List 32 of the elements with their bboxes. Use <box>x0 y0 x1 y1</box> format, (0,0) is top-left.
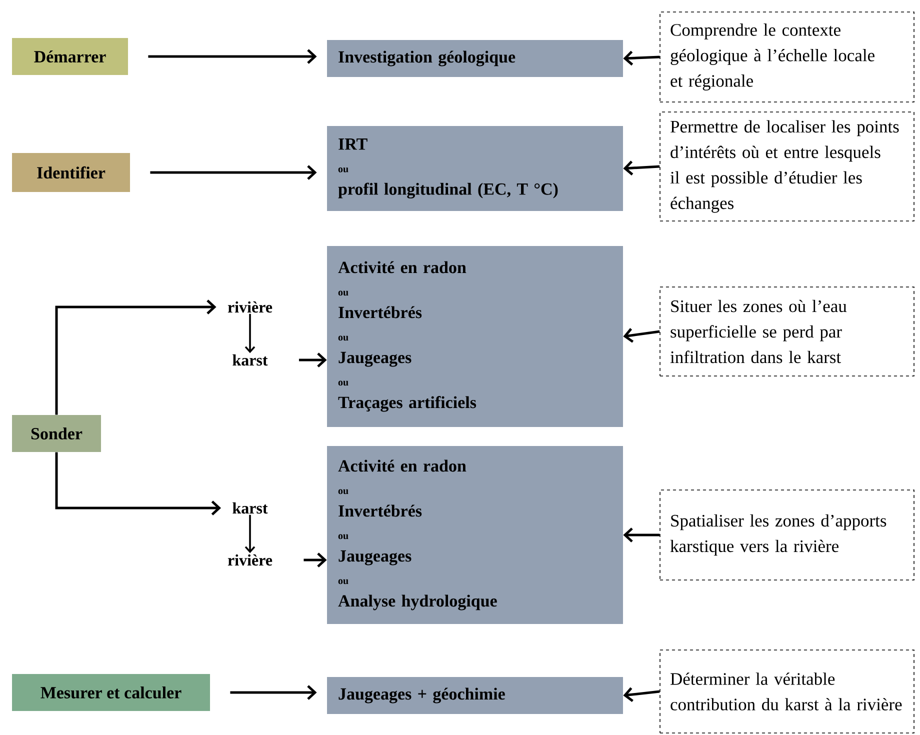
step-box: Sonder <box>12 415 101 452</box>
method-box: Activité en radon ou Invertébrés ou Jaugeages ou Traçages artificiels <box>327 246 623 427</box>
objective-box: Spatialiser les zones d’apports karstique vers la rivière <box>660 490 914 580</box>
flow-term: karst <box>232 354 268 366</box>
step-box: Identifier <box>12 153 130 192</box>
method-box: Jaugeages + géochimie <box>327 677 623 714</box>
arrow <box>244 514 256 554</box>
flow-term: rivière <box>228 554 272 566</box>
step-box: Mesurer et calculer <box>12 674 210 711</box>
arrow <box>148 49 317 64</box>
method-box: Investigation géologique <box>327 40 623 77</box>
flow-term: rivière <box>228 301 272 313</box>
arrow <box>55 452 222 516</box>
arrow <box>623 687 660 702</box>
arrow <box>304 552 327 568</box>
arrow <box>230 685 317 700</box>
objective-box: Situer les zones où l’eau superficielle se perd par infiltration dans le karst <box>660 286 914 376</box>
objective-box: Permettre de localiser les points d’intérêts où et entre lesquels il est possible d’étudier les échanges <box>660 112 914 222</box>
arrow <box>623 50 660 66</box>
arrow <box>55 300 216 415</box>
arrow <box>623 160 660 176</box>
arrow <box>298 352 327 368</box>
flow-term: karst <box>232 502 268 514</box>
method-box: Activité en radon ou Invertébrés ou Jaugeages ou Analyse hydrologique <box>327 446 623 624</box>
arrow <box>623 528 660 542</box>
arrow <box>244 314 256 354</box>
arrow <box>150 165 317 180</box>
objective-box: Comprendre le contexte géologique à l’échelle locale et régionale <box>660 12 914 102</box>
step-box: Démarrer <box>12 38 128 75</box>
method-box: IRT ou profil longitudinal (EC, T °C) <box>327 126 623 211</box>
objective-box: Déterminer la véritable contribution du karst à la rivière <box>660 650 914 734</box>
arrow <box>623 328 660 343</box>
